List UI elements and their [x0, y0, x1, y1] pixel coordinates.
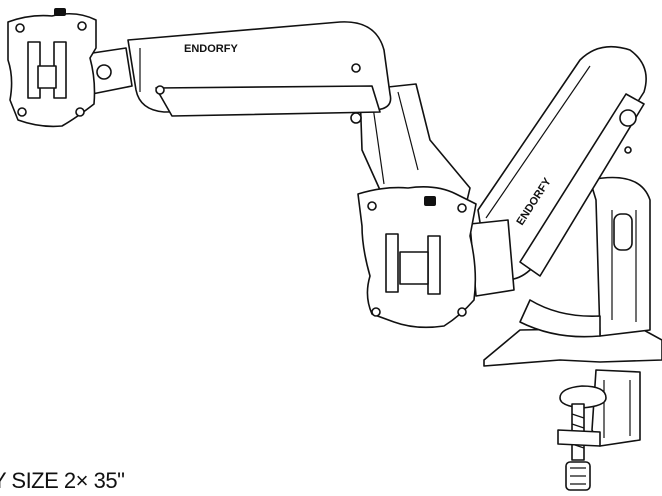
lower-arm: ENDORFY	[477, 45, 647, 281]
brand-upper-text: ENDORFY	[184, 43, 238, 55]
mount-pole	[519, 176, 651, 338]
upper-arm: ENDORFY	[127, 21, 392, 117]
upper-vesa-plate	[7, 8, 133, 128]
lower-vesa-plate	[357, 186, 515, 329]
desk-clamp	[483, 327, 662, 491]
caption-text: Y SIZE 2× 35"	[0, 468, 125, 493]
